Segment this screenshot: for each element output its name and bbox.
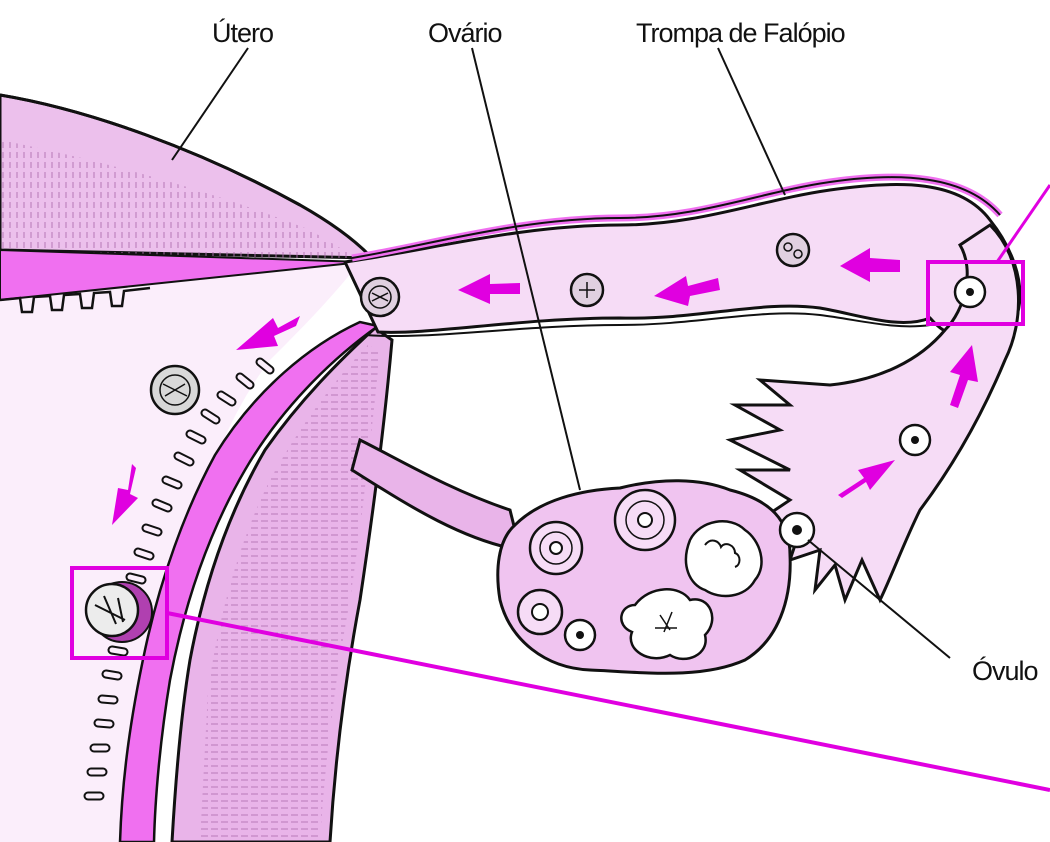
label-ovary: Ovário [428,18,502,48]
egg-cell-icon [955,277,985,307]
egg-cell-icon [900,425,930,455]
label-uterus: Útero [212,17,273,48]
follicle-icon [615,490,675,550]
leader-line-uterus [172,48,248,160]
egg-cell-icon [361,278,399,316]
follicle-icon [518,590,562,634]
label-fallopian-tube: Trompa de Falópio [636,18,845,48]
egg-cell-icon [777,234,809,266]
leader-line-tube [718,48,785,195]
egg-cell-icon [571,274,603,306]
ruptured-follicle [686,521,762,596]
follicle-icon [565,620,595,650]
follicle-icon [530,522,582,574]
ovarian-ligament [352,440,520,550]
fallopian-tube-outer [345,184,1020,341]
egg-cell-icon [151,366,199,414]
zoom-line [997,185,1050,262]
label-ovum: Óvulo [972,655,1038,686]
